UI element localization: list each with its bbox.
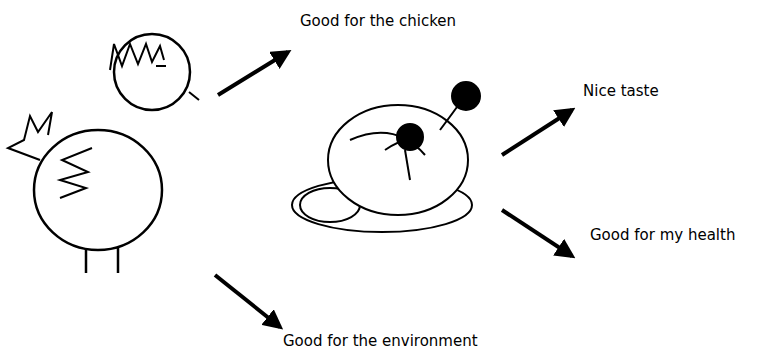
benefit-label: Good for the chicken xyxy=(300,12,456,30)
arrow xyxy=(215,52,572,327)
benefit-label: Good for the environment xyxy=(283,332,478,350)
benefit-label: Good for my health xyxy=(590,226,735,244)
live-chicken xyxy=(8,34,199,273)
roast-chicken xyxy=(292,82,480,232)
benefit-label: Nice taste xyxy=(583,82,659,100)
